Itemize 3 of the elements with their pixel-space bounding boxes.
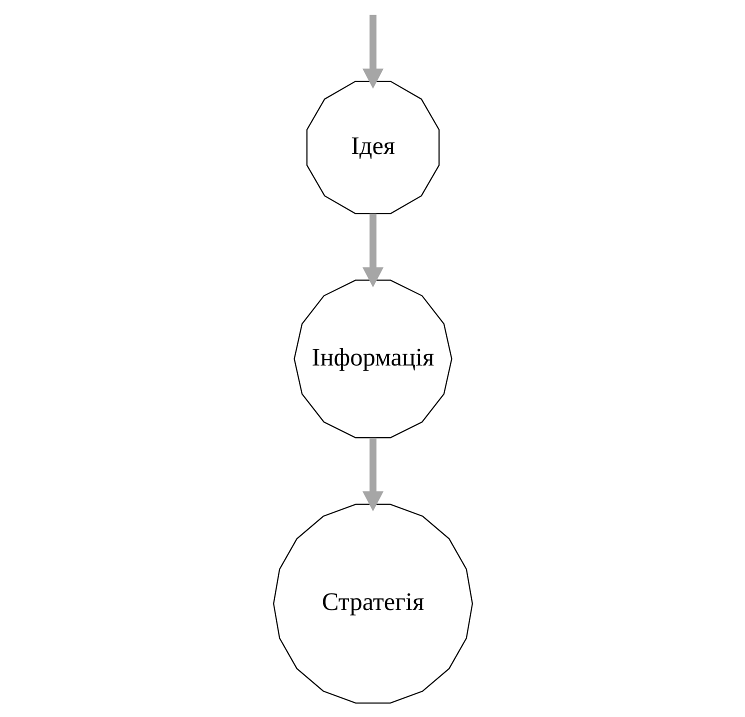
arrow [362, 214, 384, 288]
arrow [362, 14, 384, 89]
arrow [362, 438, 384, 512]
